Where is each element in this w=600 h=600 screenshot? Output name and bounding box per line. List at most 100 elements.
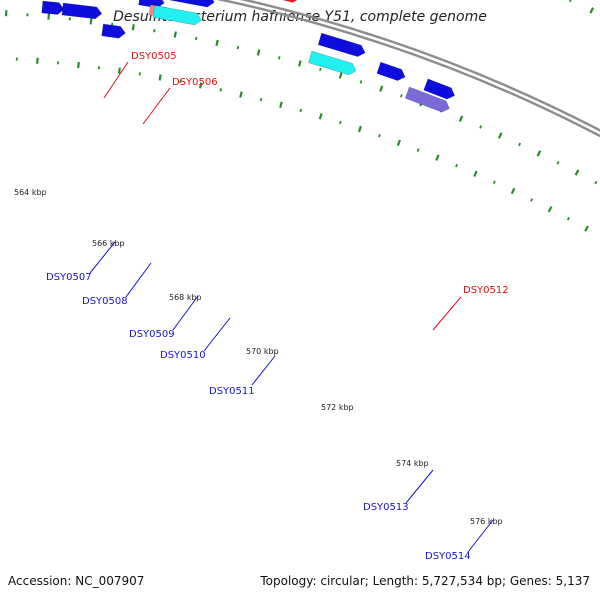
scale-tick (297, 60, 302, 67)
scale-tick (530, 198, 534, 202)
leader-line (172, 295, 199, 331)
gene-label-dsy0511[interactable]: DSY0511 (209, 386, 255, 397)
scale-tick (492, 180, 496, 184)
scale-tick (279, 101, 283, 109)
gene-feature[interactable] (41, 0, 65, 15)
scale-tick (518, 142, 522, 147)
gene-feature[interactable] (162, 0, 215, 8)
scale-tick (36, 57, 39, 64)
scale-tick (256, 49, 261, 56)
scale-tick (510, 187, 516, 195)
scale-tick (479, 125, 483, 129)
scale-label: 564 kbp (14, 188, 47, 197)
scale-tick (198, 82, 203, 89)
scale-tick (318, 113, 323, 120)
gene-label-dsy0506[interactable]: DSY0506 (172, 77, 218, 88)
scale-tick (556, 161, 560, 165)
scale-tick (458, 115, 464, 122)
scale-tick (158, 74, 162, 81)
scale-tick (416, 148, 420, 152)
gene-label-dsy0505[interactable]: DSY0505 (131, 51, 177, 62)
scale-tick (278, 56, 281, 60)
scale-tick (574, 169, 580, 176)
gene-label-dsy0513[interactable]: DSY0513 (363, 502, 409, 513)
scale-tick (594, 180, 598, 185)
scale-label: 574 kbp (396, 459, 429, 468)
scale-tick (259, 97, 263, 102)
leader-line (405, 469, 434, 504)
scale-label: 566 kbp (92, 239, 125, 248)
scale-tick (117, 67, 121, 74)
scale-tick (357, 125, 362, 133)
scale-label: 572 kbp (321, 403, 354, 412)
scale-tick (589, 7, 595, 14)
gene-feature[interactable] (101, 23, 126, 39)
leader-line (142, 87, 171, 125)
scale-tick (319, 67, 322, 71)
scale-tick (215, 39, 219, 47)
gene-feature[interactable] (61, 2, 103, 20)
scale-tick (568, 0, 572, 3)
gene-feature[interactable] (317, 32, 366, 57)
scale-tick (239, 91, 243, 98)
leader-line (203, 317, 231, 352)
scale-tick (378, 134, 381, 138)
labels: 564 kbp 566 kbp 568 kbp 570 kbp 572 kbp 574 k… (14, 51, 509, 562)
scale-tick (338, 72, 343, 79)
scale-tick (455, 163, 458, 168)
scale-tick (89, 18, 93, 25)
leader-line (89, 241, 116, 274)
gene-feature[interactable] (255, 0, 300, 3)
scale-tick (536, 150, 542, 157)
scale-tick (359, 80, 363, 84)
leader-line (467, 519, 494, 553)
topology-summary: Topology: circular; Length: 5,727,534 bp… (260, 574, 590, 588)
scale-tick (566, 217, 570, 221)
scale-tick (236, 45, 240, 50)
gene-features (41, 0, 455, 113)
scale-tick (173, 31, 177, 38)
scale-tick (299, 108, 303, 113)
scale-tick (396, 139, 401, 146)
backbone-arc (216, 0, 600, 138)
gene-feature[interactable] (404, 86, 450, 113)
scale-label: 570 kbp (246, 347, 279, 356)
leader-line (125, 262, 152, 298)
leader-line (103, 61, 129, 99)
gene-feature[interactable] (376, 61, 406, 81)
scale-tick (379, 85, 384, 92)
accession-text: Accession: NC_007907 (8, 574, 145, 588)
scale-tick (435, 154, 440, 161)
map-title: Desulfitobacterium hafniense Y51, comple… (113, 9, 487, 25)
scale-tick (77, 62, 80, 69)
gene-label-dsy0507[interactable]: DSY0507 (46, 272, 92, 283)
scale-tick (547, 206, 553, 213)
gene-label-dsy0509[interactable]: DSY0509 (129, 329, 175, 340)
leader-line (432, 296, 462, 331)
backbone-arc (239, 0, 600, 132)
scale-tick (153, 29, 156, 33)
leader-line (251, 355, 276, 386)
scale-label: 568 kbp (169, 293, 202, 302)
gene-label-dsy0514[interactable]: DSY0514 (425, 551, 471, 562)
scale-tick (179, 79, 182, 83)
tick-rings (4, 0, 600, 232)
scale-tick (497, 132, 503, 139)
gene-label-dsy0512[interactable]: DSY0512 (463, 285, 509, 296)
gene-label-dsy0508[interactable]: DSY0508 (82, 296, 128, 307)
scale-label: 576 kbp (470, 517, 503, 526)
scale-tick (399, 94, 403, 98)
gene-feature[interactable] (152, 5, 202, 26)
scale-tick (584, 225, 589, 232)
label-leader-lines (89, 61, 494, 553)
scale-tick (47, 13, 51, 20)
scale-tick (195, 36, 198, 41)
scale-tick (339, 120, 342, 125)
gene-feature[interactable] (423, 78, 455, 100)
scale-tick (219, 88, 223, 92)
gene-feature[interactable] (308, 50, 357, 76)
scale-tick (473, 170, 478, 177)
gene-label-dsy0510[interactable]: DSY0510 (160, 350, 206, 361)
scale-tick (131, 24, 135, 31)
